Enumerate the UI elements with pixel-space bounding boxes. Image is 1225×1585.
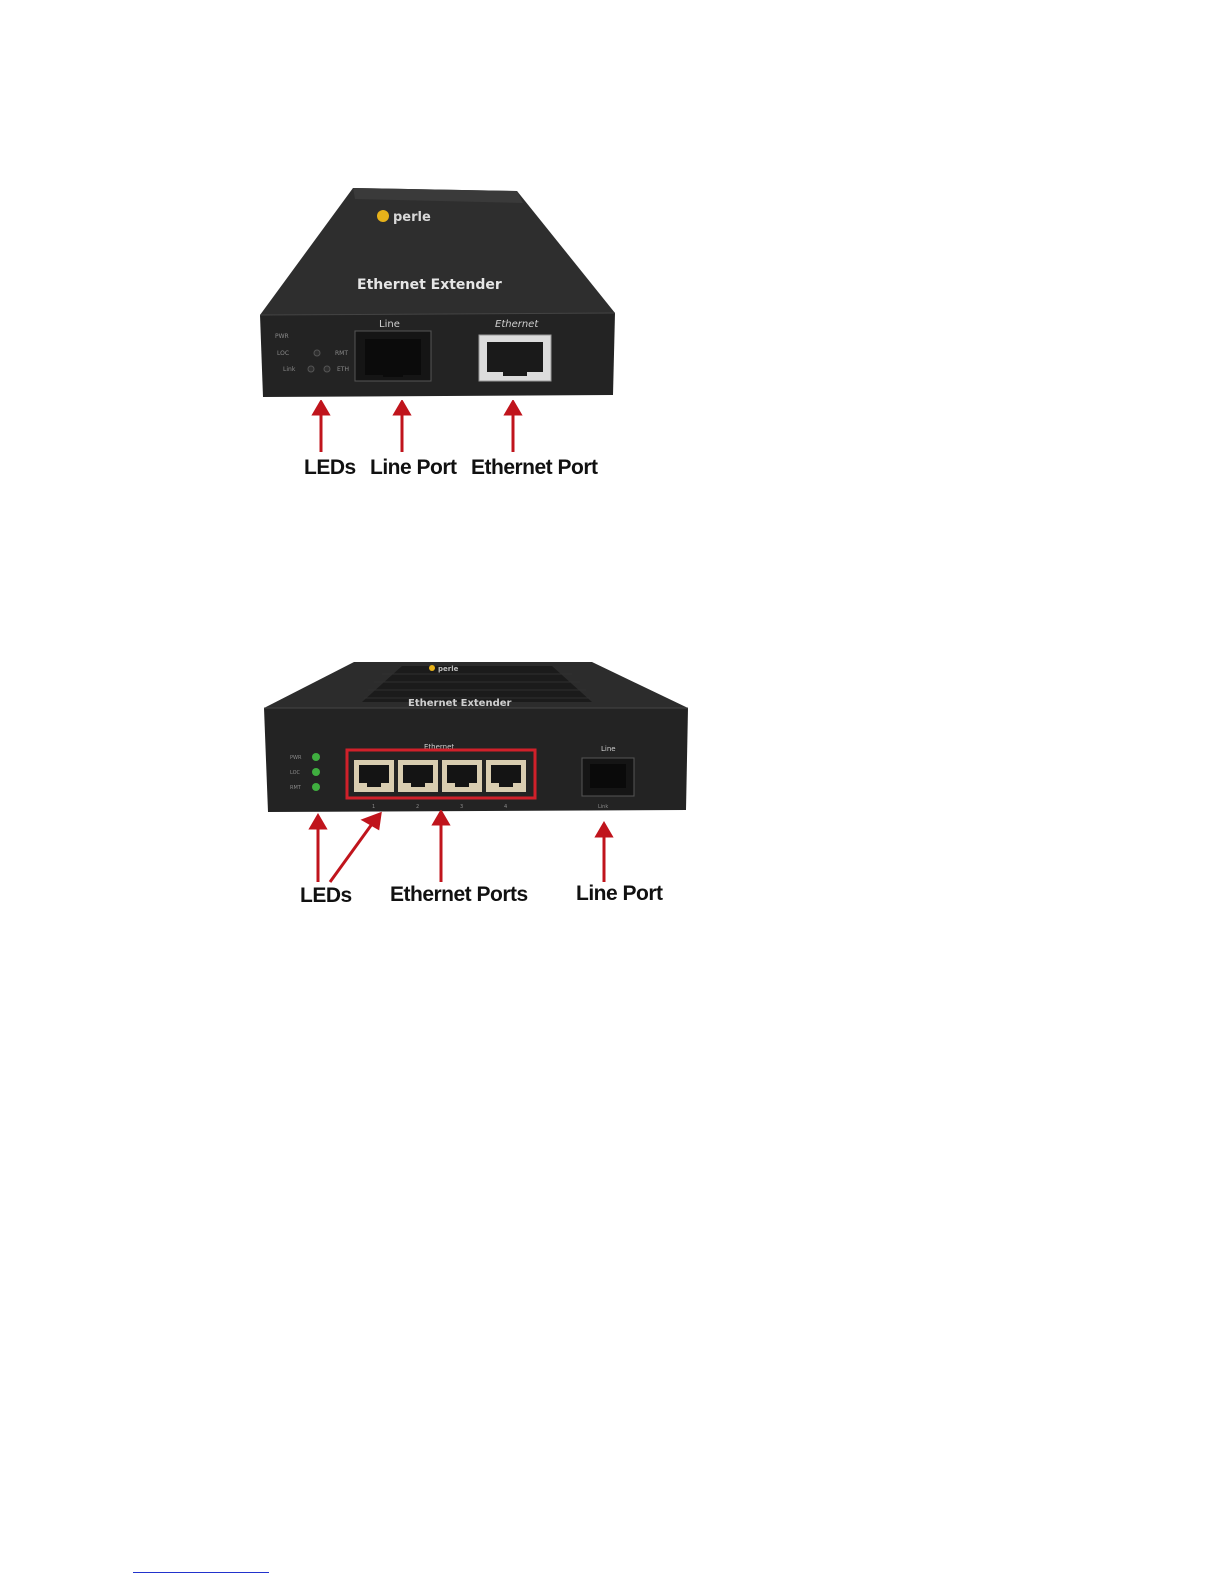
led-indicator bbox=[312, 783, 320, 791]
callout-line-port: Line Port bbox=[370, 456, 457, 480]
arrow-up-icon bbox=[597, 824, 611, 836]
line-port-jack bbox=[590, 764, 626, 788]
device-logo-text: perle bbox=[438, 665, 459, 673]
callout-leds: LEDs bbox=[304, 456, 356, 480]
perle-logo-icon bbox=[429, 665, 435, 671]
led-label-rmt: RMT bbox=[290, 785, 302, 791]
led-label-eth: ETH bbox=[337, 366, 349, 373]
figure-2-arrows bbox=[300, 810, 630, 885]
ethernet-port-2 bbox=[398, 760, 438, 792]
figure-1-device-image: perle Ethernet Extender PWR LOC RMT Link… bbox=[255, 185, 625, 405]
ethernet-port-jack bbox=[487, 342, 543, 372]
device-panel-title: Ethernet Extender bbox=[408, 698, 512, 709]
arrow-up-icon bbox=[311, 816, 325, 828]
led-indicator bbox=[312, 753, 320, 761]
device-panel-title: Ethernet Extender bbox=[357, 277, 502, 293]
led-label-link: Link bbox=[283, 366, 296, 373]
figure-1-arrows bbox=[300, 400, 540, 455]
led-label-rmt: RMT bbox=[335, 350, 348, 357]
line-port-label: Line bbox=[601, 745, 616, 753]
arrow-up-icon bbox=[314, 402, 328, 414]
led-label-pwr: PWR bbox=[290, 755, 302, 761]
vent-grille bbox=[362, 666, 592, 702]
led-indicator bbox=[308, 366, 314, 372]
arrow-up-icon bbox=[364, 814, 380, 828]
callout-leds: LEDs bbox=[300, 884, 352, 908]
arrow-up-icon bbox=[434, 812, 448, 824]
ethernet-port-label: Ethernet bbox=[495, 319, 539, 330]
callout-ethernet-port: Ethernet Port bbox=[471, 456, 598, 480]
ethernet-port-3 bbox=[442, 760, 482, 792]
arrow-up-icon bbox=[506, 402, 520, 414]
callout-line-port: Line Port bbox=[576, 882, 663, 906]
footnote-separator bbox=[133, 1572, 269, 1573]
led-label-loc: LOC bbox=[277, 350, 289, 357]
figure-2-device-image: perle Ethernet Extender PWR LOC RMT Ethe… bbox=[262, 660, 690, 820]
led-indicator bbox=[324, 366, 330, 372]
led-indicator bbox=[314, 350, 320, 356]
led-label-loc: LOC bbox=[290, 770, 301, 776]
callout-ethernet-ports: Ethernet Ports bbox=[390, 883, 528, 907]
line-port-label: Line bbox=[379, 319, 400, 330]
device-logo-text: perle bbox=[393, 210, 431, 225]
arrow-up-icon bbox=[395, 402, 409, 414]
ethernet-port-1 bbox=[354, 760, 394, 792]
led-indicator bbox=[312, 768, 320, 776]
ethernet-port-4 bbox=[486, 760, 526, 792]
led-label-pwr: PWR bbox=[275, 333, 289, 340]
perle-logo-icon bbox=[377, 210, 389, 222]
